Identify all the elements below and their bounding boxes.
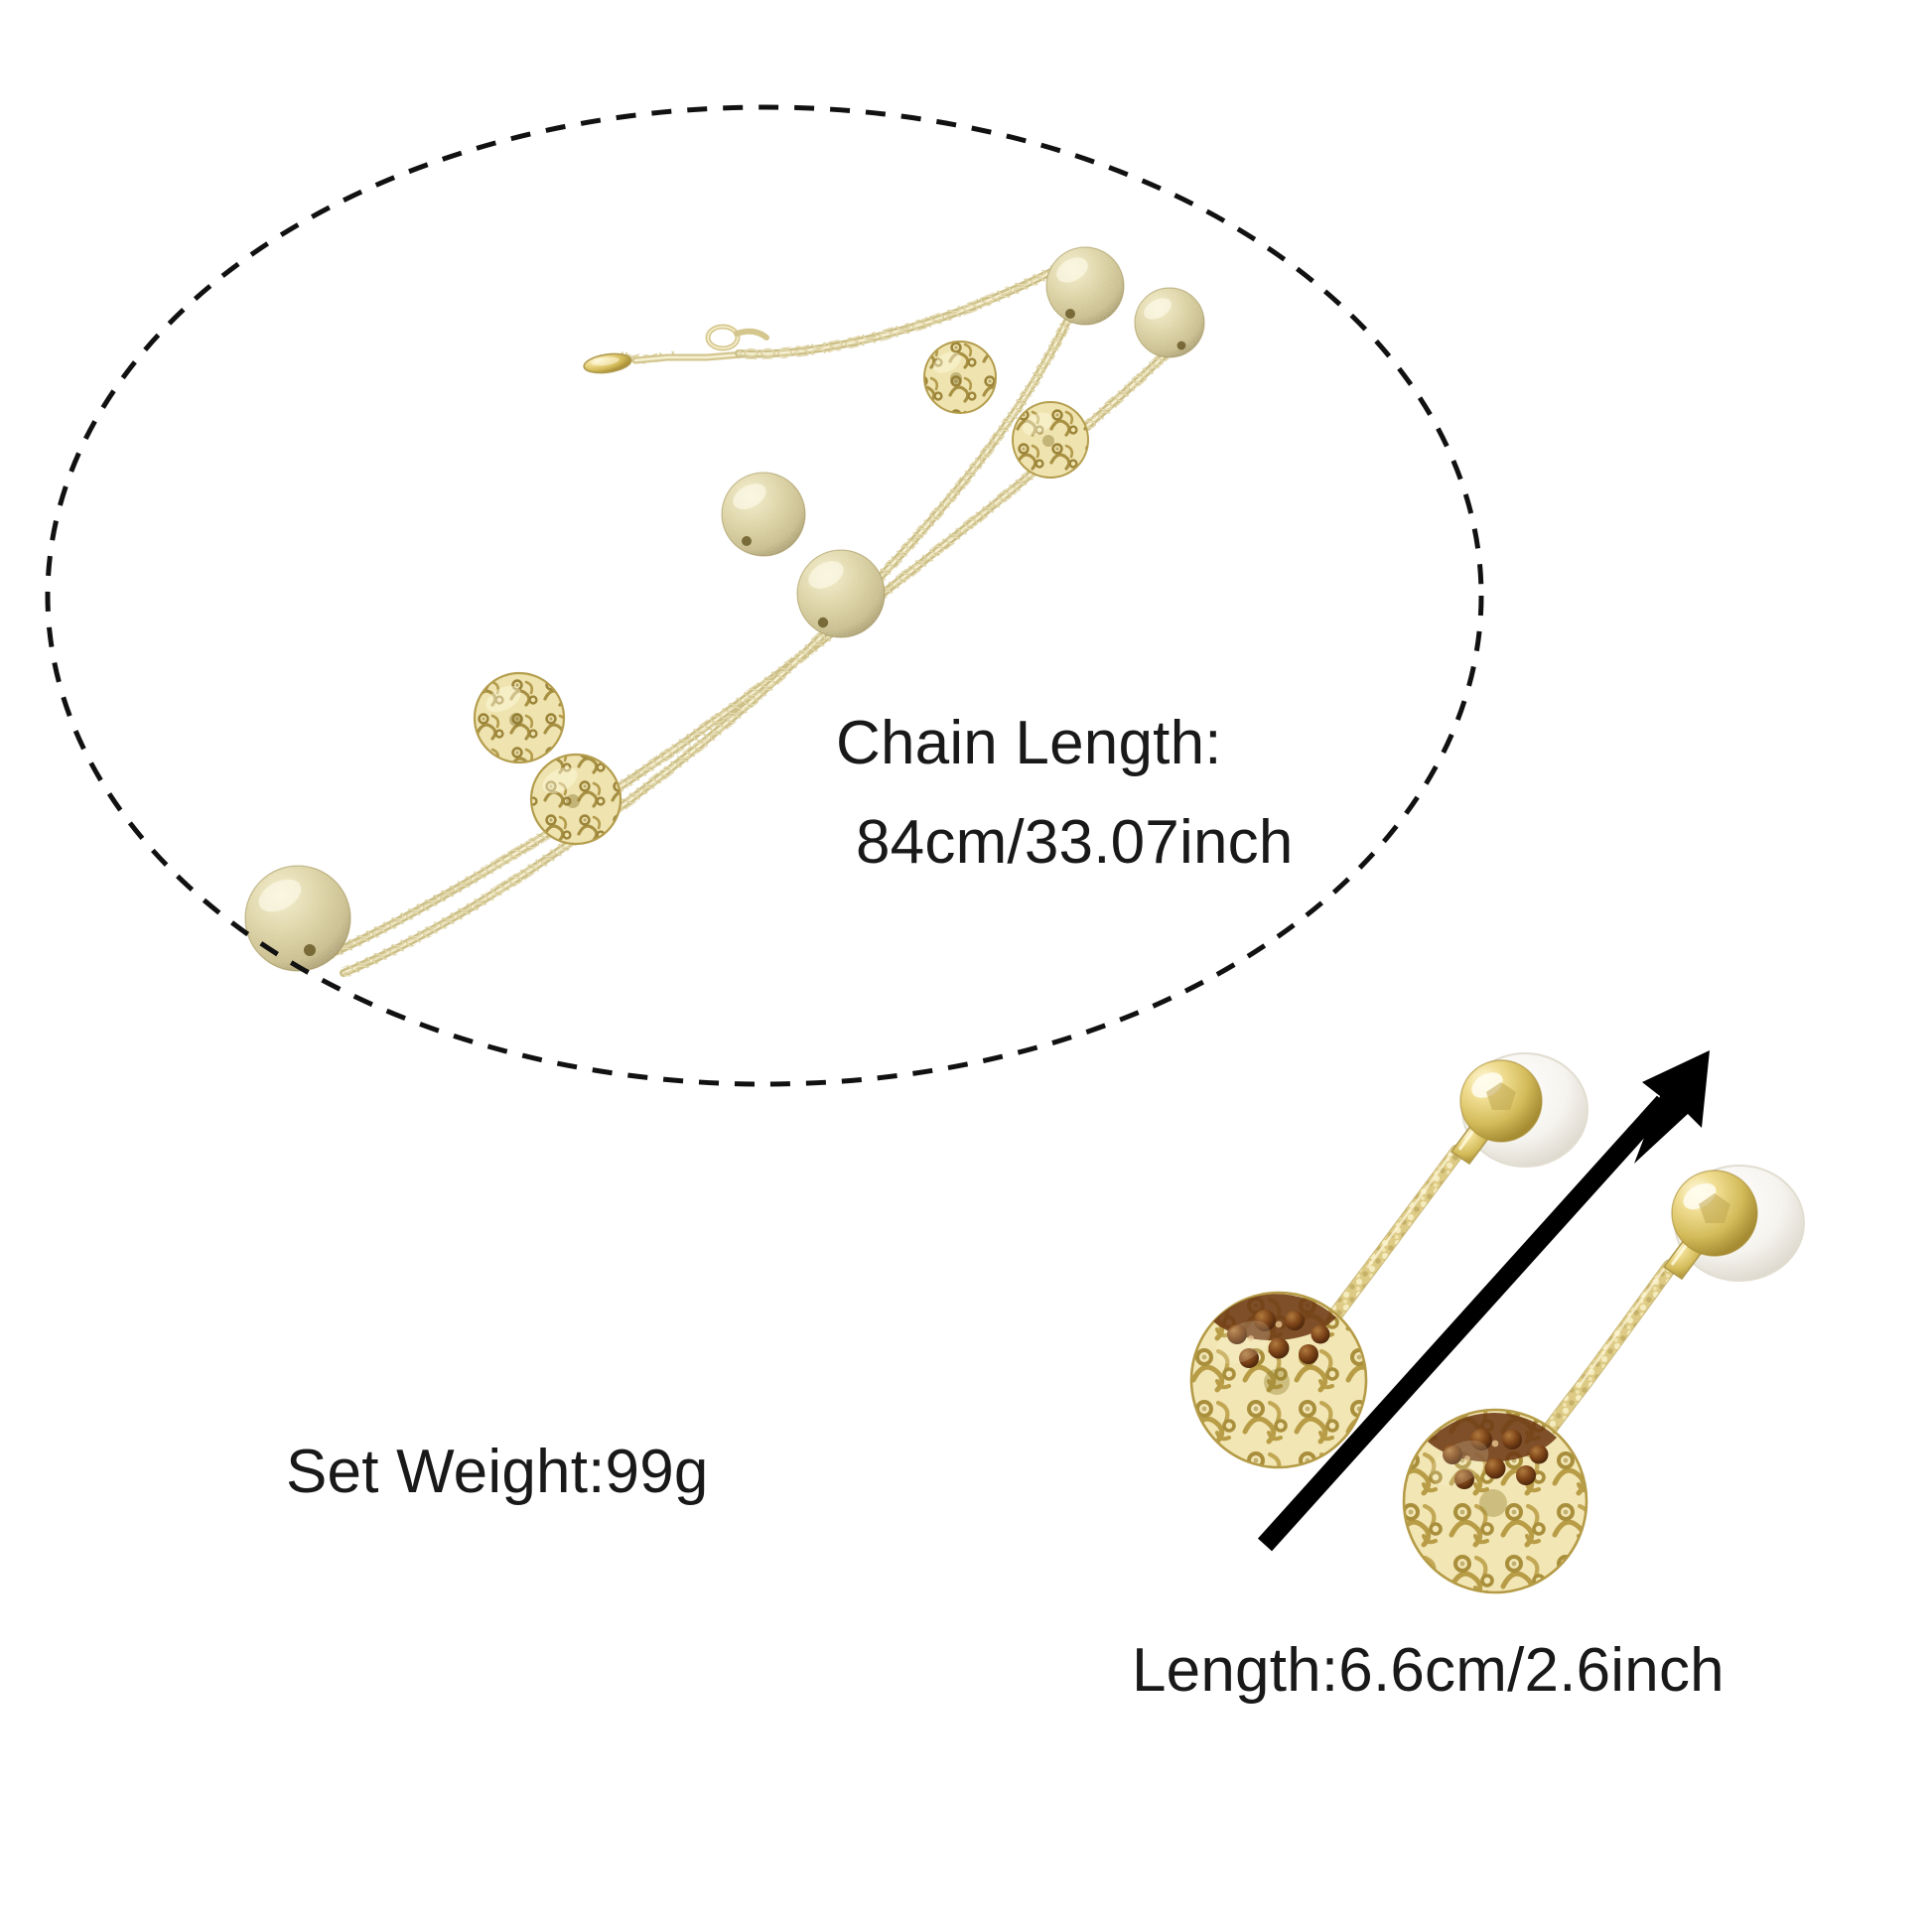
necklace-bead-stardust xyxy=(1134,287,1205,358)
necklace-bead-stardust xyxy=(1045,246,1125,326)
necklace-bead-filigree xyxy=(473,671,566,764)
earring-rhinestones xyxy=(1227,1310,1330,1368)
earrings-group xyxy=(1189,1052,1805,1594)
necklace-chain-upper xyxy=(735,260,1070,358)
necklace-bead-filigree xyxy=(923,341,997,414)
earring-rhinestones xyxy=(1443,1429,1549,1489)
necklace-clasp xyxy=(583,324,769,374)
earring-length-label: Length:6.6cm/2.6inch xyxy=(1132,1636,1725,1705)
necklace-highlight-ellipse xyxy=(45,104,1484,1087)
necklace-bead-stardust xyxy=(244,865,351,972)
necklace-group xyxy=(244,246,1205,979)
earring-left xyxy=(1189,1052,1588,1469)
necklace-bead-filigree xyxy=(529,753,622,846)
earring-right xyxy=(1402,1165,1805,1594)
necklace-bead-stardust xyxy=(721,472,806,557)
set-weight-label: Set Weight:99g xyxy=(286,1438,709,1506)
necklace-bead-filigree xyxy=(1012,401,1089,479)
necklace-bead-stardust xyxy=(796,549,886,638)
chain-length-label: Chain Length: xyxy=(836,709,1222,777)
earring-pair-arrow xyxy=(1257,1050,1710,1552)
chain-length-value: 84cm/33.07inch xyxy=(856,808,1294,877)
